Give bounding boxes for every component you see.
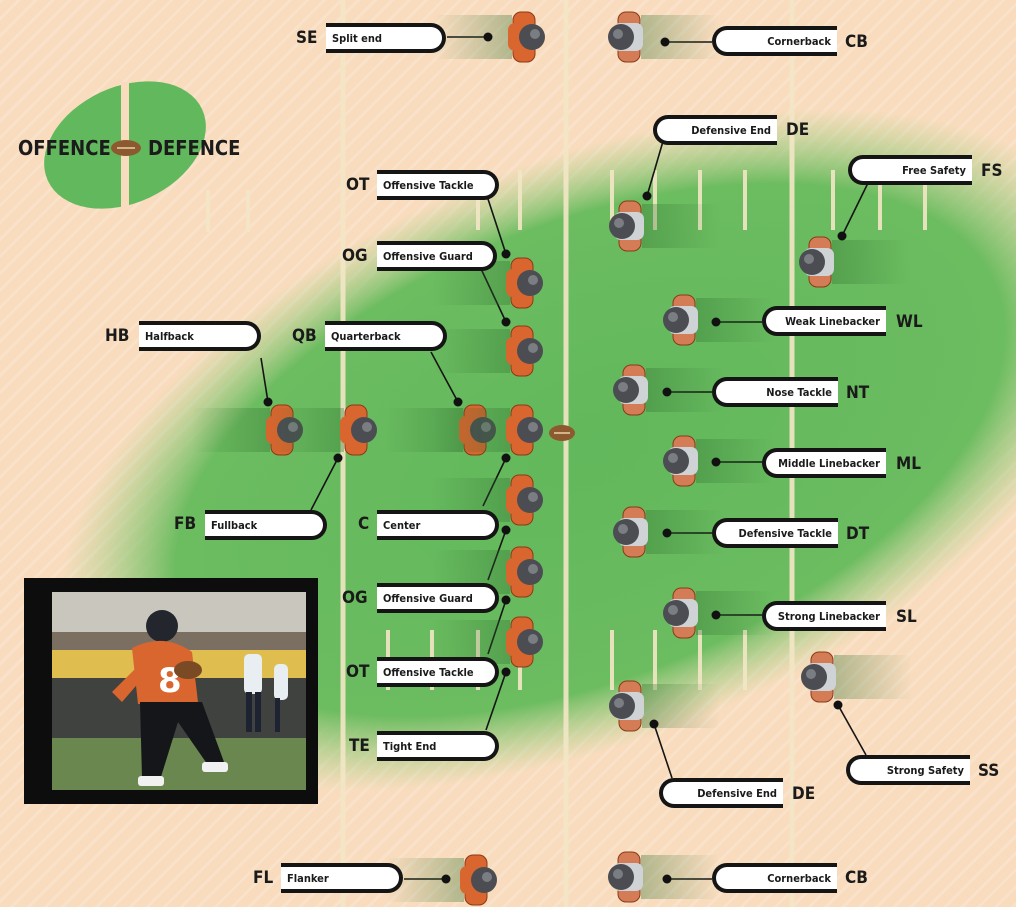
football-icon [549, 425, 575, 441]
abbr-offensive-tackle-bottom: OT [346, 662, 369, 682]
abbr-defensive-end-bottom: DE [792, 784, 815, 804]
abbr-fullback: FB [174, 514, 196, 534]
label-middle-linebacker: Middle Linebacker [762, 448, 886, 478]
abbr-flanker: FL [253, 868, 273, 888]
abbr-offensive-guard-bottom: OG [342, 588, 368, 608]
label-defensive-end-top: Defensive End [653, 115, 777, 145]
label-halfback: Halfback [139, 321, 261, 351]
label-defensive-end-bottom: Defensive End [659, 778, 783, 808]
abbr-split-end: SE [296, 28, 317, 48]
abbr-offensive-tackle-top: OT [346, 175, 369, 195]
player-center [432, 405, 543, 455]
label-weak-linebacker: Weak Linebacker [762, 306, 886, 336]
label-quarterback: Quarterback [325, 321, 447, 351]
abbr-center: C [358, 514, 369, 534]
player-defensive-end-bottom [609, 681, 720, 731]
abbr-cornerback-top: CB [845, 32, 868, 52]
player-photo: 8 [24, 578, 318, 804]
player-offensive-guard-2 [432, 326, 543, 376]
label-center: Center [377, 510, 499, 540]
abbr-defensive-tackle: DT [846, 524, 869, 544]
abbr-quarterback: QB [292, 326, 317, 346]
label-free-safety: Free Safety [848, 155, 972, 185]
label-offensive-tackle-bottom: Offensive Tackle [377, 657, 499, 687]
abbr-strong-linebacker: SL [896, 607, 917, 627]
player-fullback [266, 405, 377, 455]
abbr-tight-end: TE [349, 736, 370, 756]
label-tight-end: Tight End [377, 731, 499, 761]
label-strong-safety: Strong Safety [846, 755, 970, 785]
logo-offence: OFFENCE [18, 136, 111, 160]
label-defensive-tackle: Defensive Tackle [712, 518, 838, 548]
label-offensive-guard-top: Offensive Guard [377, 241, 497, 271]
abbr-weak-linebacker: WL [896, 312, 923, 332]
abbr-middle-linebacker: ML [896, 454, 921, 474]
photo-scene: 8 [52, 592, 306, 790]
label-nose-tackle: Nose Tackle [712, 377, 838, 407]
label-offensive-tackle-top: Offensive Tackle [377, 170, 499, 200]
player-defensive-end-top [609, 201, 720, 251]
abbr-free-safety: FS [981, 161, 1002, 181]
abbr-strong-safety: SS [978, 761, 999, 781]
logo-defence: DEFENCE [148, 136, 240, 160]
abbr-halfback: HB [105, 326, 129, 346]
label-cornerback-top: Cornerback [712, 26, 837, 56]
abbr-nose-tackle: NT [846, 383, 869, 403]
label-flanker: Flanker [281, 863, 403, 893]
label-strong-linebacker: Strong Linebacker [762, 601, 886, 631]
abbr-offensive-guard-top: OG [342, 246, 368, 266]
player-cornerback-top [608, 12, 719, 62]
abbr-cornerback-bottom: CB [845, 868, 868, 888]
label-offensive-guard-bottom: Offensive Guard [377, 583, 499, 613]
label-fullback: Fullback [205, 510, 327, 540]
label-split-end: Split end [326, 23, 446, 53]
abbr-defensive-end-top: DE [786, 120, 809, 140]
player-free-safety [799, 237, 910, 287]
label-cornerback-bottom: Cornerback [712, 863, 837, 893]
player-strong-safety [801, 652, 912, 702]
